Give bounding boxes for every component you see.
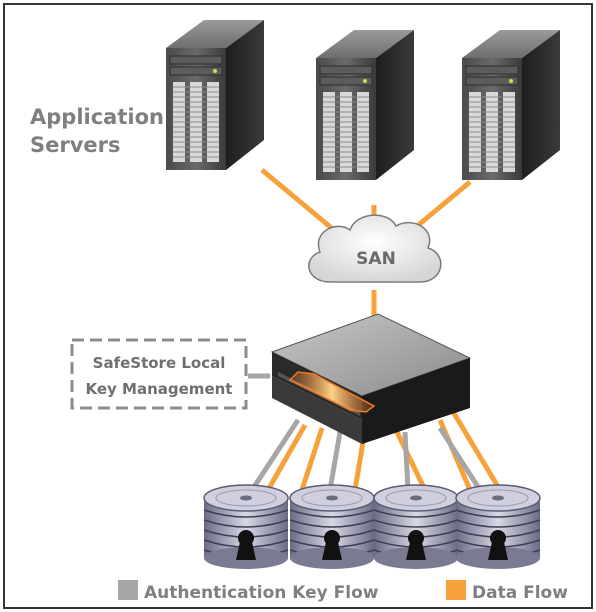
disk-3-icon	[373, 484, 459, 570]
legend-data-swatch	[446, 580, 466, 600]
key-management-label-line1: SafeStore Local	[93, 354, 226, 372]
legend-auth-label: Authentication Key Flow	[144, 583, 379, 603]
app-servers-label-line2: Servers	[30, 133, 121, 157]
san-cloud-icon	[308, 214, 442, 283]
server-left-icon	[165, 19, 265, 171]
disk-2-icon	[289, 484, 375, 570]
legend-auth-swatch	[118, 580, 138, 600]
disk-4-icon	[455, 484, 541, 570]
app-servers-label-line1: Application	[30, 105, 164, 129]
san-label: SAN	[356, 249, 396, 269]
key-management-label-line2: Key Management	[86, 380, 233, 398]
server-right-icon	[461, 29, 561, 181]
disk-1-icon	[203, 484, 289, 570]
auth-flow-lines	[248, 373, 483, 492]
legend-data-label: Data Flow	[472, 583, 568, 603]
key-management-box	[70, 338, 248, 410]
server-middle-icon	[315, 29, 415, 181]
encryption-appliance-icon	[270, 313, 472, 444]
legend: Authentication Key Flow Data Flow	[118, 580, 568, 603]
